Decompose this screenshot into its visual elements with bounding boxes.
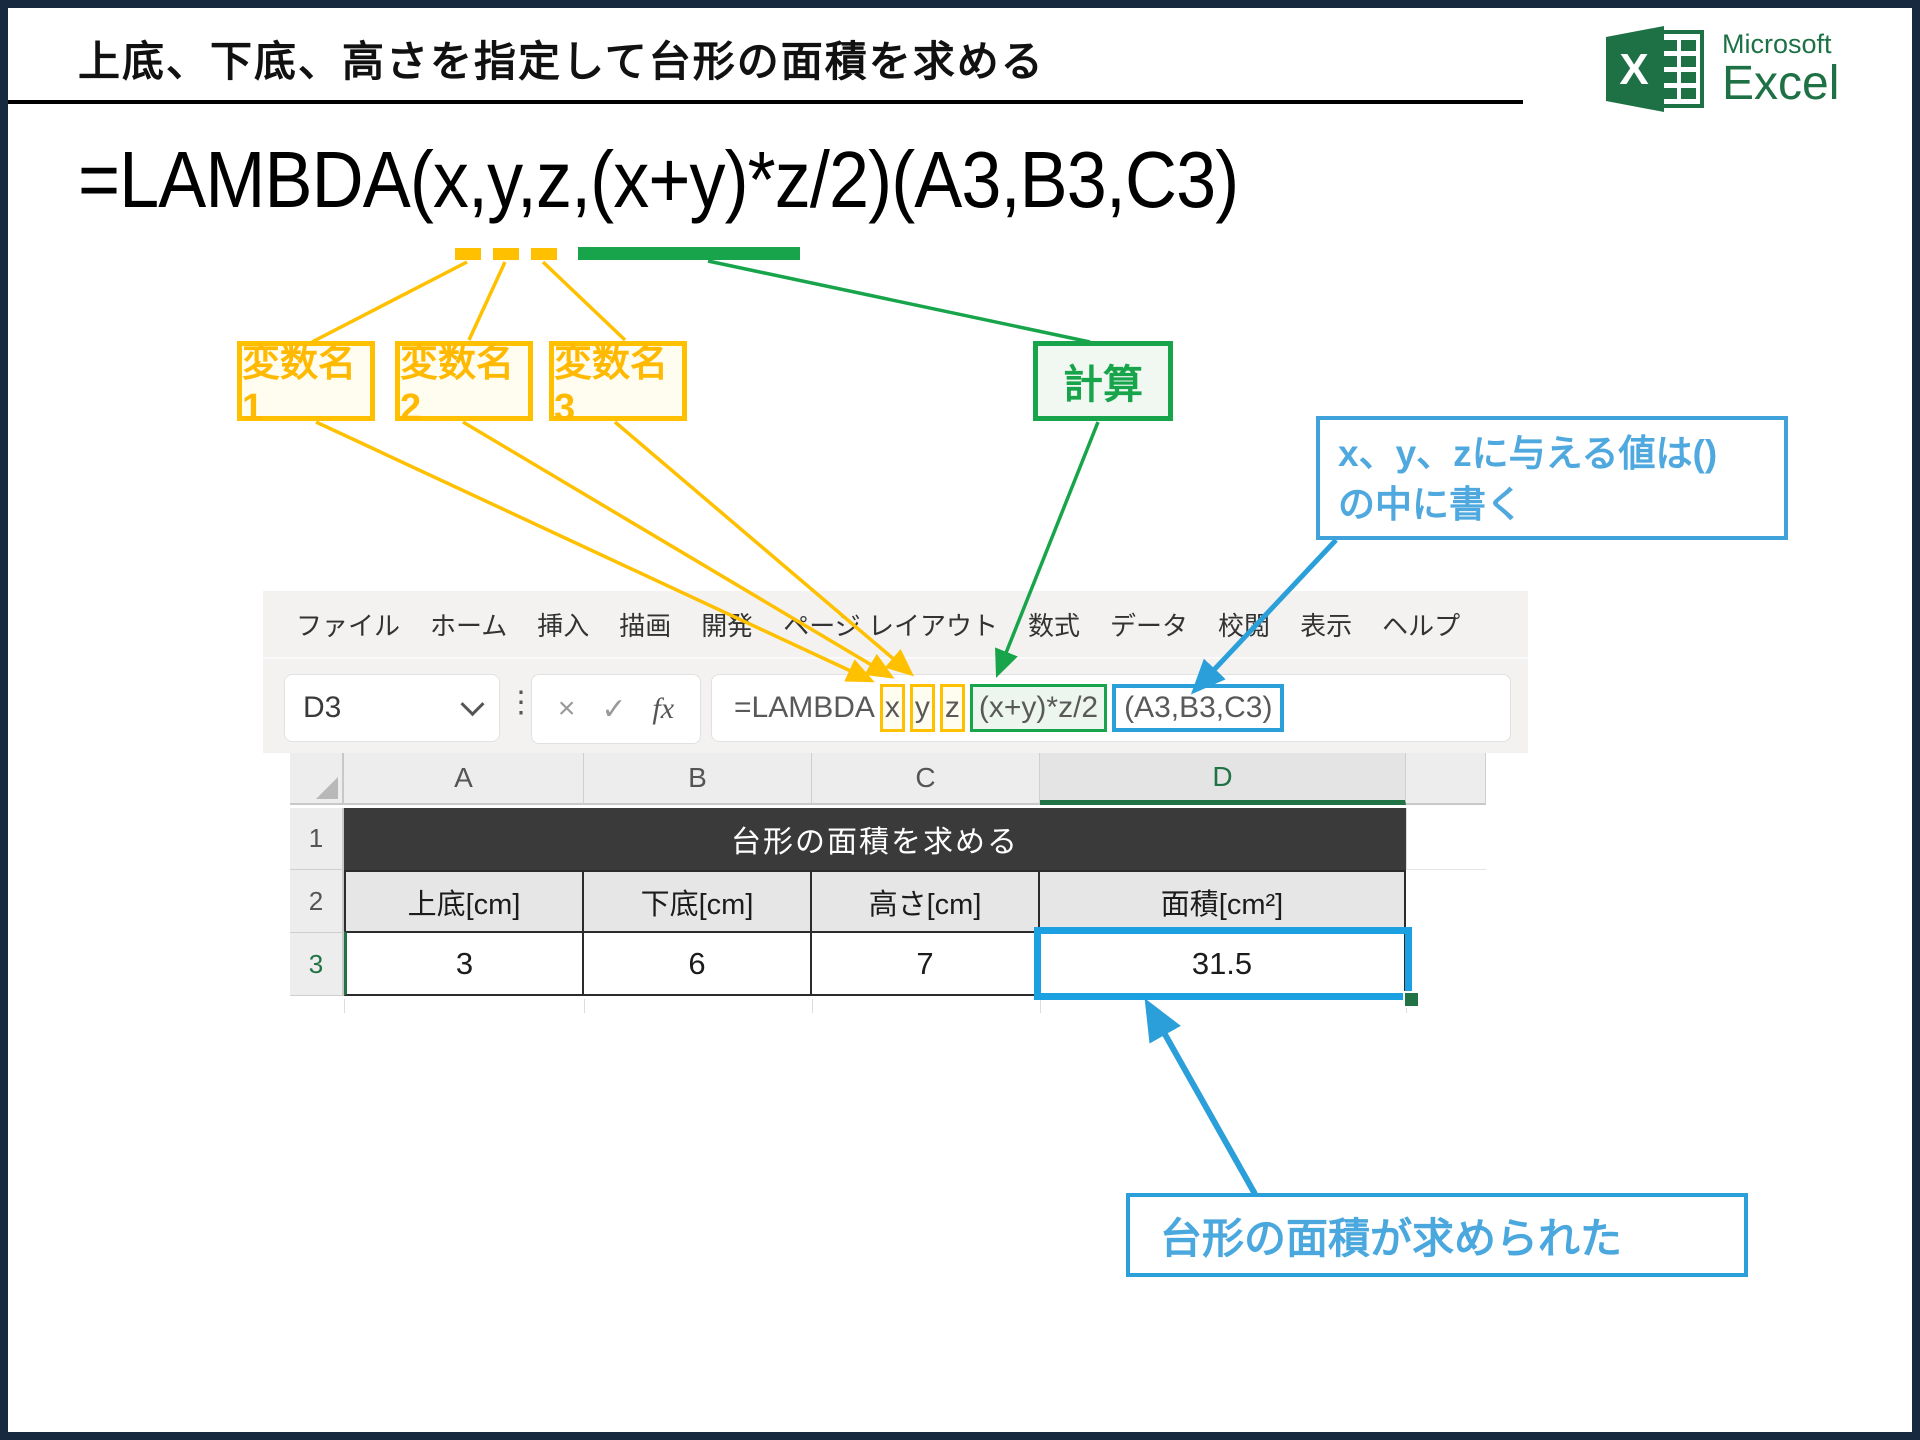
formula-var1-highlight: x bbox=[879, 684, 905, 732]
tab-help[interactable]: ヘルプ bbox=[1382, 610, 1461, 641]
tab-data[interactable]: データ bbox=[1110, 610, 1189, 641]
select-all-corner[interactable] bbox=[290, 753, 344, 805]
column-header-d[interactable]: D bbox=[1040, 753, 1406, 805]
formula-var1: x bbox=[884, 691, 900, 724]
tab-insert[interactable]: 挿入 bbox=[537, 610, 590, 641]
lambda-formula: =LAMBDA(x,y,z,(x+y)*z/2)(A3,B3,C3) bbox=[78, 135, 1239, 224]
d3-selection-highlight bbox=[1034, 927, 1412, 1000]
formula-bar-input[interactable]: =LAMBDA x y z (x+y)*z/2 (A3,B3,C3) bbox=[711, 674, 1511, 742]
calc-tag-label: 計算 bbox=[1063, 363, 1143, 407]
tab-developer[interactable]: 開発 bbox=[701, 610, 754, 641]
args-callout: x、y、zに与える値は() の中に書く bbox=[1316, 416, 1788, 540]
row-header-3[interactable]: 3 bbox=[290, 933, 344, 996]
underline-var2 bbox=[493, 248, 519, 260]
gridline bbox=[812, 999, 813, 1013]
var2-tag: 変数名2 bbox=[395, 341, 533, 429]
cell-b3[interactable]: 6 bbox=[582, 931, 812, 996]
select-all-triangle-icon bbox=[316, 777, 338, 799]
calc-tag: 計算 bbox=[1033, 341, 1173, 421]
cell-c3[interactable]: 7 bbox=[810, 931, 1040, 996]
formula-args-highlight: (A3,B3,C3) bbox=[1112, 684, 1285, 732]
formula-calc-highlight: (x+y)*z/2 bbox=[969, 684, 1108, 732]
args-callout-line1: x、y、zに与える値は() bbox=[1338, 433, 1718, 474]
tab-review[interactable]: 校閲 bbox=[1218, 610, 1271, 641]
var1-tag-label: 変数名1 bbox=[242, 343, 357, 429]
excel-wordmark: Microsoft Excel bbox=[1722, 28, 1840, 110]
microsoft-label: Microsoft bbox=[1722, 28, 1832, 59]
tab-home[interactable]: ホーム bbox=[430, 610, 508, 641]
var2-tag-label: 変数名2 bbox=[400, 343, 515, 429]
formula-var2: y bbox=[914, 691, 930, 724]
formula-var2-highlight: y bbox=[909, 684, 935, 732]
page-title: 上底、下底、高さを指定して台形の面積を求める bbox=[78, 38, 1045, 85]
args-callout-line2: の中に書く bbox=[1338, 484, 1523, 526]
tab-formulas[interactable]: 数式 bbox=[1028, 610, 1081, 641]
var1-tag: 変数名1 bbox=[237, 341, 375, 429]
formula-calc: (x+y)*z/2 bbox=[978, 691, 1099, 724]
cell-a1-merged-title[interactable]: 台形の面積を求める bbox=[344, 808, 1406, 870]
var3-tag: 変数名3 bbox=[549, 341, 687, 429]
underline-var1 bbox=[455, 248, 481, 260]
gridline bbox=[1040, 999, 1041, 1013]
column-header-c[interactable]: C bbox=[812, 753, 1040, 805]
enter-icon[interactable]: ✓ bbox=[601, 692, 627, 726]
column-header-a[interactable]: A bbox=[344, 753, 584, 805]
cell-a3[interactable]: 3 bbox=[344, 931, 584, 996]
excel-label: Excel bbox=[1722, 56, 1840, 110]
name-box[interactable]: D3 bbox=[284, 674, 500, 742]
underline-calc bbox=[578, 247, 800, 260]
row-header-1[interactable]: 1 bbox=[290, 808, 344, 870]
result-callout: 台形の面積が求められた bbox=[1126, 1193, 1748, 1277]
tab-view[interactable]: 表示 bbox=[1300, 610, 1353, 641]
formula-bar-buttons: × ✓ fx bbox=[531, 674, 701, 744]
cancel-icon[interactable]: × bbox=[557, 692, 576, 725]
row-header-2[interactable]: 2 bbox=[290, 870, 344, 933]
column-header-e[interactable] bbox=[1406, 753, 1486, 805]
cell-c2[interactable]: 高さ[cm] bbox=[810, 870, 1040, 933]
cell-b2[interactable]: 下底[cm] bbox=[582, 870, 812, 933]
result-callout-label: 台形の面積が求められた bbox=[1160, 1214, 1623, 1262]
formula-var3-highlight: z bbox=[939, 684, 965, 732]
cell-d2[interactable]: 面積[cm²] bbox=[1038, 870, 1406, 933]
column-header-b[interactable]: B bbox=[584, 753, 812, 805]
gridline bbox=[584, 999, 585, 1013]
formula-var3: z bbox=[944, 691, 960, 724]
excel-icon: X bbox=[1606, 26, 1704, 112]
fx-icon[interactable]: fx bbox=[652, 692, 675, 725]
excel-screenshot: ファイル ホーム 挿入 描画 開発 ページ レイアウト 数式 データ 校閲 表示… bbox=[263, 591, 1528, 1013]
tab-file[interactable]: ファイル bbox=[296, 610, 401, 641]
formula-bar: D3 ⋮ × ✓ fx =LAMBDA x y z (x+y)*z/2 (A3,… bbox=[263, 659, 1528, 753]
chevron-down-icon[interactable] bbox=[460, 691, 485, 716]
svg-text:X: X bbox=[1619, 45, 1648, 94]
tab-draw[interactable]: 描画 bbox=[619, 610, 672, 641]
var3-tag-label: 変数名3 bbox=[554, 343, 669, 429]
formula-prefix: =LAMBDA bbox=[734, 691, 875, 724]
underline-var3 bbox=[531, 248, 557, 260]
ribbon: ファイル ホーム 挿入 描画 開発 ページ レイアウト 数式 データ 校閲 表示… bbox=[263, 591, 1528, 659]
formula-args: (A3,B3,C3) bbox=[1124, 691, 1273, 724]
cell-a2[interactable]: 上底[cm] bbox=[344, 870, 584, 933]
worksheet: A B C D 1 台形の面積を求める 2 上底[cm] 下底[cm] 高さ[c… bbox=[263, 753, 1528, 1013]
gridline bbox=[344, 999, 345, 1013]
excel-logo: X Microsoft Excel bbox=[1604, 24, 1839, 114]
title-underline bbox=[8, 100, 1523, 104]
cell-e1[interactable] bbox=[1406, 808, 1486, 870]
name-box-value: D3 bbox=[303, 691, 342, 724]
tab-page-layout[interactable]: ページ レイアウト bbox=[783, 610, 999, 641]
fill-handle[interactable] bbox=[1403, 991, 1420, 1008]
